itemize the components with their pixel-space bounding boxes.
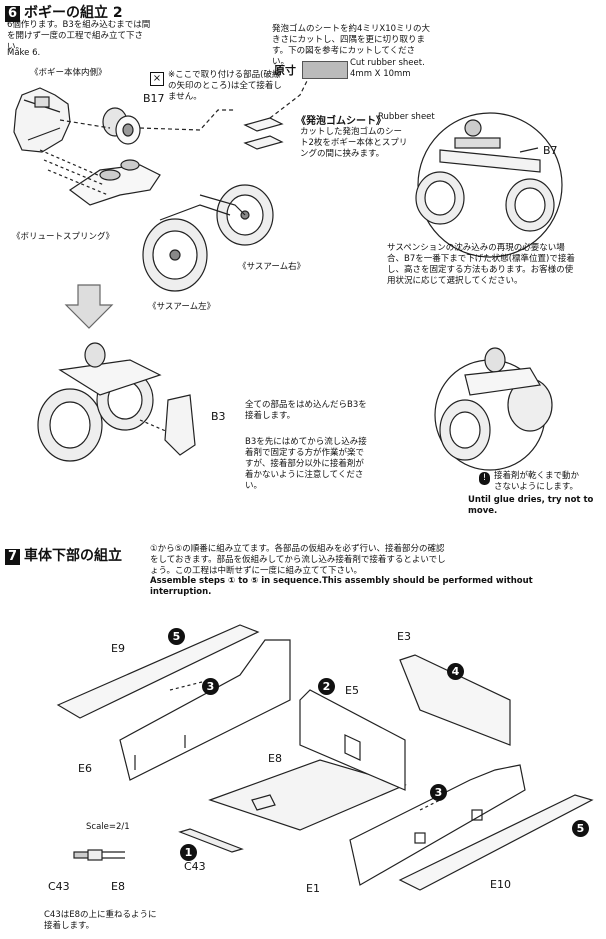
step-marker-5b: 5 [572,820,589,837]
part-e1-drawing [349,764,526,886]
assembled-bogie-drawing [37,342,196,462]
c43-note: C43はE8の上に重ねるように接着します。 [44,910,157,931]
step6-intro: 6個作ります。B3を組み込むまでは間を開けず一度の工程で組み立て下さい。 [7,20,151,52]
actual-size-label: 原寸 [274,64,296,77]
step6-number: 6 [5,6,20,22]
step7-intro: ①から⑤の順番に組み立てます。各部品の仮組みを必ず行い、接着部分の確認をしておき… [150,544,446,576]
rubber-sheet-sample [302,61,348,79]
suspension-arm-right-drawing [199,184,274,246]
part-e10-drawing [398,794,594,891]
step-marker-3b: 3 [430,784,447,801]
label-e10: E10 [490,878,511,891]
label-b3: B3 [211,410,226,423]
label-e3: E3 [397,630,411,643]
label-e5: E5 [345,684,359,697]
step-marker-4: 4 [447,663,464,680]
label-sus-arm-left: 《サスアーム左》 [148,302,216,312]
step6-title: ボギーの組立 2 [24,5,123,21]
rubber-sheet-placement-note: カットした発泡ゴムのシート2枚をボギー本体とスプリングの間に挟みます。 [300,127,408,159]
step7-intro-en: Assemble steps ① to ⑤ in sequence.This a… [150,576,533,597]
suspension-note: サスペンションの沈み込みの再現の必要ない場合、B7を一番下まで下げた状態(標準位… [387,243,575,286]
label-b17: B17 [143,92,165,105]
label-e8: E8 [268,752,282,765]
spring-detail-circle [415,112,563,258]
part-e6-drawing [119,639,291,781]
rubber-cut-instructions: 発泡ゴムのシートを約4ミリX10ミリの大きさにカットし、四隅を更に切り取ります。… [272,24,431,67]
label-c43: C43 [184,860,206,873]
completed-bogie-drawing [434,347,553,471]
label-e9: E9 [111,642,125,655]
label-b7: B7 [543,144,558,157]
volute-spring-drawing [39,149,161,206]
step-marker-2: 2 [318,678,335,695]
b17-part-drawing [102,107,141,145]
rubber-sheet-label-en: Rubber sheet [378,112,435,122]
no-glue-note: ※ここで取り付ける部品(破線の矢印のところ)は全て接着しません。 [168,70,282,102]
no-glue-icon: × [150,72,164,86]
label-sus-arm-right: 《サスアーム右》 [238,262,306,272]
cut-rubber-size: 4mm X 10mm [350,69,411,79]
step-marker-5a: 5 [168,628,185,645]
dry-note-en: Until glue dries, try not to move. [468,495,594,516]
b3-note-2: B3を先にはめてから流し込み接着剤で固定する方が作業が楽ですが、接着部分以外に接… [245,437,367,491]
rubber-sheet-label-jp: 《発泡ゴムシート》 [296,116,386,127]
suspension-arm-left-drawing [142,204,231,292]
label-e1: E1 [306,882,320,895]
scale-label-c43: C43 [48,880,70,893]
label-volute-spring: 《ボリュートスプリング》 [12,232,115,242]
scale-detail-drawing [73,849,125,861]
part-e5-drawing [299,689,406,791]
step-marker-3a: 3 [202,678,219,695]
rubber-pads-drawing [243,117,284,150]
label-bogie-inner: 《ボギー本体内側》 [30,68,107,78]
step6-make-en: Make 6. [7,48,41,58]
step-marker-1: 1 [180,844,197,861]
cut-rubber-en: Cut rubber sheet. [350,58,425,68]
warning-icon: ! [479,472,490,485]
part-c43-drawing [178,828,244,853]
part-e9-drawing [56,624,260,719]
down-arrow-icon [64,284,114,329]
label-e6: E6 [78,762,92,775]
scale-label: Scale=2/1 [86,822,130,832]
scale-label-e8: E8 [111,880,125,893]
step7-title: 車体下部の組立 [24,548,122,564]
dry-note-jp: 接着剤が乾くまで動かさないようにします。 [494,471,580,492]
b3-note-1: 全ての部品をはめ込んだらB3を接着します。 [245,400,367,421]
part-e3-drawing [399,654,511,746]
step7-number: 7 [5,549,20,565]
